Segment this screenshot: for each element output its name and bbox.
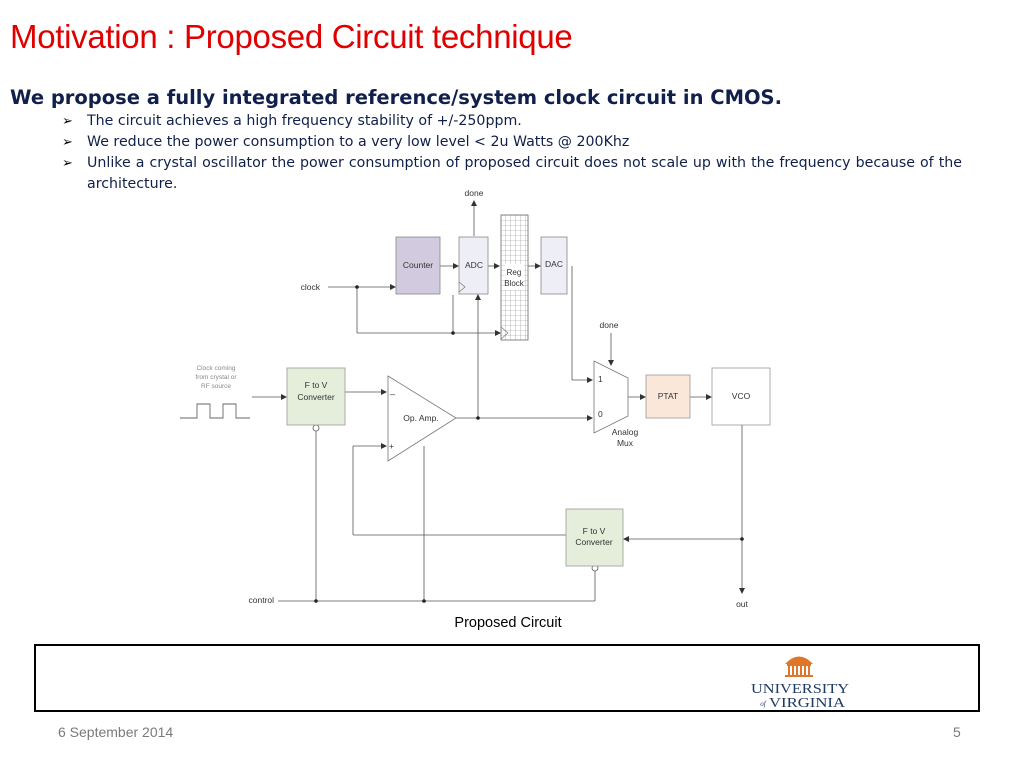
mux-label: Analog bbox=[612, 427, 639, 437]
out-label: out bbox=[736, 599, 748, 609]
bullet-text: Unlike a crystal oscillator the power co… bbox=[87, 155, 962, 192]
source-label-2: from crystal or bbox=[195, 374, 237, 381]
mux-input-1: 1 bbox=[598, 374, 603, 384]
vco-label: VCO bbox=[732, 391, 751, 401]
opamp-label: Op. Amp. bbox=[403, 413, 438, 423]
adc-label: ADC bbox=[465, 260, 483, 270]
logo-text-1: UNIVERSITY bbox=[751, 682, 849, 697]
bullet-list: ➢ The circuit achieves a high frequency s… bbox=[62, 111, 962, 195]
vco-block bbox=[711, 367, 771, 426]
fv1-label: F to V bbox=[305, 380, 328, 390]
counter-label: Counter bbox=[403, 260, 433, 270]
logo-text-of: of bbox=[760, 700, 767, 708]
fv1-label-2: Converter bbox=[297, 392, 334, 402]
rotunda-icon bbox=[785, 656, 813, 677]
slide-lead-text: We propose a fully integrated reference/… bbox=[10, 86, 783, 109]
bullet-item: ➢ Unlike a crystal oscillator the power c… bbox=[62, 153, 962, 195]
university-logo: UNIVERSITY of VIRGINIA bbox=[751, 656, 849, 710]
slide-title: Motivation : Proposed Circuit technique bbox=[10, 18, 573, 55]
diagram-caption: Proposed Circuit bbox=[454, 615, 561, 631]
ptat-label: PTAT bbox=[658, 391, 678, 401]
bullet-text: We reduce the power consumption to a ver… bbox=[87, 134, 630, 150]
control-label: control bbox=[248, 595, 274, 605]
bullet-item: ➢ We reduce the power consumption to a ve… bbox=[62, 132, 962, 153]
reg-label: Reg bbox=[507, 268, 522, 277]
opamp-minus: _ bbox=[389, 385, 396, 395]
source-label: Clock coming bbox=[196, 365, 235, 372]
arrowhead-bullet-icon: ➢ bbox=[62, 135, 73, 150]
footer-date: 6 September 2014 bbox=[58, 724, 174, 740]
bullet-text: The circuit achieves a high frequency st… bbox=[87, 113, 522, 129]
page-number: 5 bbox=[953, 724, 961, 740]
analog-mux bbox=[593, 360, 629, 434]
done-top-label: done bbox=[465, 188, 484, 198]
dac-block bbox=[540, 236, 568, 295]
logo-text-2: VIRGINIA bbox=[769, 696, 846, 710]
footer-box bbox=[34, 644, 980, 712]
ptat-block bbox=[645, 374, 691, 419]
adc-block bbox=[458, 236, 489, 295]
clock-waveform-icon bbox=[180, 403, 250, 419]
bullet-item: ➢ The circuit achieves a high frequency s… bbox=[62, 111, 962, 132]
arrowhead-bullet-icon: ➢ bbox=[62, 156, 73, 171]
fv-converter-1 bbox=[286, 367, 346, 426]
opamp-triangle bbox=[387, 375, 457, 462]
mux-input-0: 0 bbox=[598, 409, 603, 419]
fv-converter-2 bbox=[565, 508, 624, 567]
reg-label-2: Block bbox=[504, 279, 525, 288]
dac-label: DAC bbox=[545, 259, 563, 269]
circuit-diagram: Counter ADC Reg Block DAC F to V Convert… bbox=[180, 188, 771, 631]
fv2-label: F to V bbox=[583, 526, 606, 536]
mux-label-2: Mux bbox=[617, 438, 634, 448]
clock-label: clock bbox=[301, 282, 321, 292]
fv2-label-2: Converter bbox=[575, 537, 612, 547]
opamp-plus: + bbox=[389, 441, 394, 451]
arrowhead-bullet-icon: ➢ bbox=[62, 114, 73, 129]
counter-block bbox=[395, 236, 441, 295]
done-mux-label: done bbox=[600, 320, 619, 330]
source-label-3: RF source bbox=[201, 383, 231, 390]
